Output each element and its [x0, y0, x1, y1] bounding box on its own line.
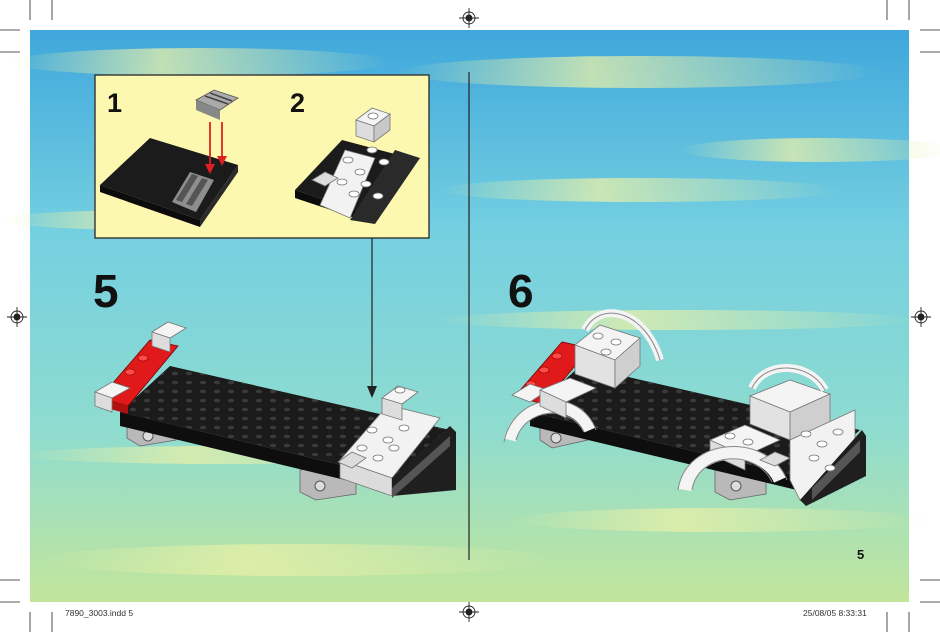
sub-step-1-model [100, 89, 239, 227]
page-number: 5 [857, 547, 865, 562]
registration-mark-icon [459, 8, 479, 28]
registration-mark-icon [911, 307, 931, 327]
sub-step-number-1: 1 [107, 88, 123, 118]
connector-arrow [367, 238, 377, 398]
registration-mark-icon [459, 602, 479, 622]
sub-step-2-model [295, 107, 420, 224]
registration-mark-icon [7, 307, 27, 327]
step-number-6: 6 [508, 265, 534, 317]
step-number-5: 5 [93, 265, 119, 317]
sub-step-number-2: 2 [290, 88, 306, 118]
step-5-model [94, 321, 456, 501]
print-slug-file: 7890_3003.indd 5 [65, 608, 134, 618]
step-6-model [503, 309, 866, 506]
sub-assembly-callout [94, 74, 430, 239]
print-slug-date: 25/08/05 8:33:31 [803, 608, 867, 618]
